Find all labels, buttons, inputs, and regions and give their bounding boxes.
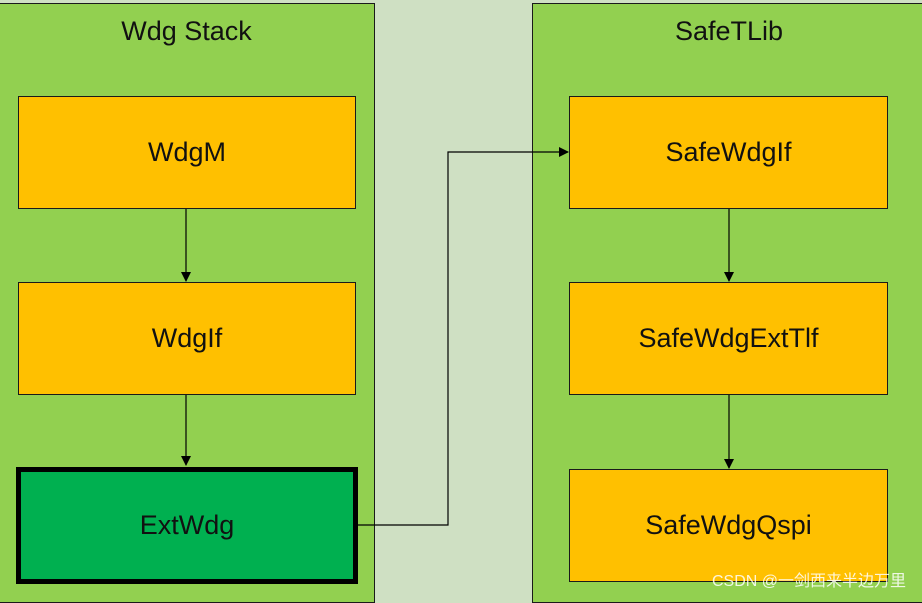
watermark-text: CSDN @一剑西来半边万里 — [711, 573, 906, 590]
wdg-stack-title: Wdg Stack — [121, 16, 252, 46]
wdgif-box: WdgIf — [18, 282, 356, 395]
safewdgqspi-box: SafeWdgQspi — [569, 469, 888, 582]
extwdg-box: ExtWdg — [16, 467, 358, 584]
safewdgexttlf-box: SafeWdgExtTlf — [569, 282, 888, 395]
wdgm-box: WdgM — [18, 96, 356, 209]
safetlib-title: SafeTLib — [674, 16, 784, 46]
safewdgif-box: SafeWdgIf — [569, 96, 888, 209]
